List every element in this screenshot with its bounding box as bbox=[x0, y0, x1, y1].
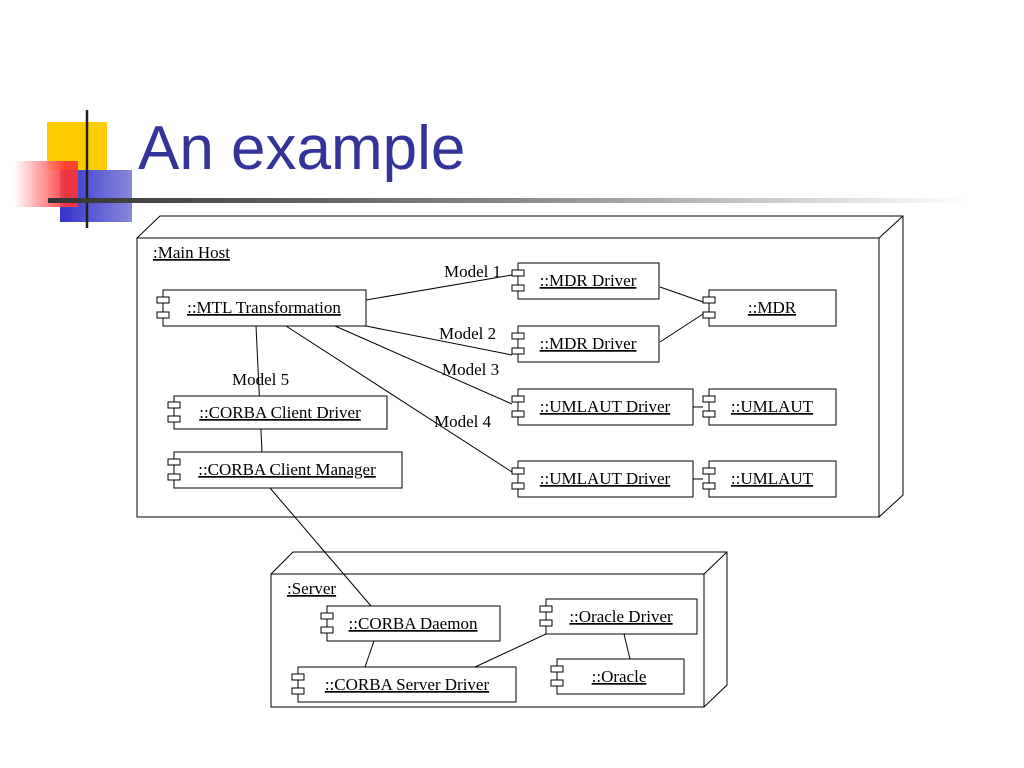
component-umlaut-driver-1-label: ::UMLAUT Driver bbox=[540, 397, 671, 416]
component-oracle-driver: ::Oracle Driver bbox=[539, 598, 698, 635]
node-server-label: :Server bbox=[287, 579, 336, 598]
edge-mdr-driver-2-mdr bbox=[659, 313, 704, 343]
component-umlaut-driver-1: ::UMLAUT Driver bbox=[511, 388, 694, 426]
component-umlaut-1-label: ::UMLAUT bbox=[731, 397, 814, 416]
component-umlaut-driver-2: ::UMLAUT Driver bbox=[511, 460, 694, 498]
edge-model-3 bbox=[334, 325, 513, 405]
edge-model-4 bbox=[285, 325, 513, 473]
edge-label-model-4: Model 4 bbox=[434, 412, 492, 431]
component-umlaut-2: ::UMLAUT bbox=[702, 460, 837, 498]
component-corba-server-driver-label: ::CORBA Server Driver bbox=[325, 675, 490, 694]
edge-label-model-5: Model 5 bbox=[232, 370, 289, 389]
connectors bbox=[255, 274, 704, 668]
component-corba-daemon-label: ::CORBA Daemon bbox=[349, 614, 478, 633]
component-mdr-driver-2-label: ::MDR Driver bbox=[540, 334, 637, 353]
component-corba-client-driver-label: ::CORBA Client Driver bbox=[199, 403, 361, 422]
title-underline-rule bbox=[48, 198, 968, 203]
slide-title: An example bbox=[138, 114, 466, 183]
component-oracle: ::Oracle bbox=[550, 658, 685, 695]
component-oracle-driver-label: ::Oracle Driver bbox=[569, 607, 673, 626]
component-mdr-label: ::MDR bbox=[748, 298, 797, 317]
component-mtl-transformation: ::MTL Transformation bbox=[156, 289, 367, 327]
component-corba-client-manager: ::CORBA Client Manager bbox=[167, 451, 403, 489]
component-umlaut-driver-2-label: ::UMLAUT Driver bbox=[540, 469, 671, 488]
edge-oracle-driver-oracle bbox=[623, 633, 631, 660]
component-mdr-driver-1: ::MDR Driver bbox=[511, 262, 660, 300]
decorative-squares-logo bbox=[14, 110, 968, 228]
component-corba-client-manager-label: ::CORBA Client Manager bbox=[198, 460, 376, 479]
component-umlaut-1: ::UMLAUT bbox=[702, 388, 837, 426]
edge-model-2 bbox=[365, 325, 513, 356]
edge-model-1 bbox=[365, 274, 513, 301]
node-main-host bbox=[136, 215, 904, 518]
component-corba-daemon: ::CORBA Daemon bbox=[320, 605, 501, 642]
node-server bbox=[270, 551, 728, 708]
component-umlaut-2-label: ::UMLAUT bbox=[731, 469, 814, 488]
edge-label-model-3: Model 3 bbox=[442, 360, 499, 379]
edge-server-driver-oracle-driver bbox=[474, 633, 547, 668]
edge-mdr-driver-1-mdr bbox=[659, 286, 704, 303]
edge-model-5 bbox=[255, 325, 263, 453]
edge-daemon-server-driver bbox=[364, 640, 375, 668]
component-oracle-label: ::Oracle bbox=[592, 667, 647, 686]
component-mdr: ::MDR bbox=[702, 289, 837, 327]
edge-label-model-1: Model 1 bbox=[444, 262, 501, 281]
component-corba-client-driver: ::CORBA Client Driver bbox=[167, 395, 388, 430]
edge-label-model-2: Model 2 bbox=[439, 324, 496, 343]
component-corba-server-driver: ::CORBA Server Driver bbox=[291, 666, 517, 703]
node-main-host-label: :Main Host bbox=[153, 243, 230, 262]
component-mdr-driver-1-label: ::MDR Driver bbox=[540, 271, 637, 290]
component-mtl-transformation-label: ::MTL Transformation bbox=[187, 298, 341, 317]
component-mdr-driver-2: ::MDR Driver bbox=[511, 325, 660, 363]
edge-client-manager-daemon bbox=[269, 487, 372, 607]
